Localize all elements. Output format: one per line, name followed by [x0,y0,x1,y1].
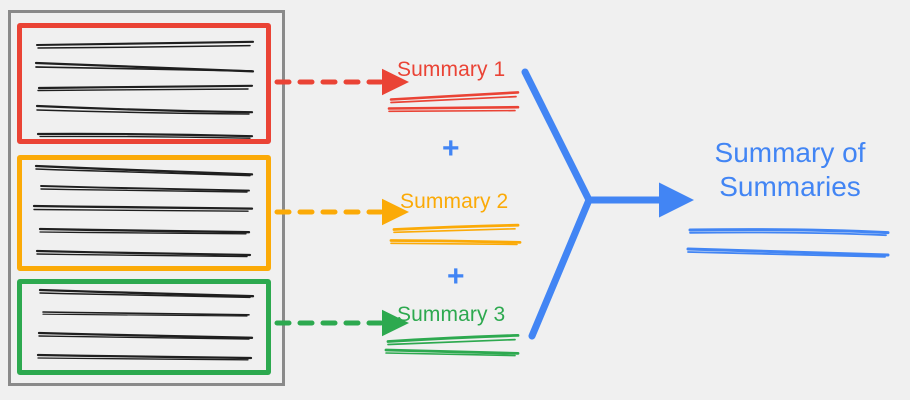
summary-1-text-lines [387,91,520,113]
summary-2-label: Summary 2 [400,190,509,213]
summary-3-label: Summary 3 [397,303,506,326]
summary-1-label: Summary 1 [397,58,506,81]
chunk-red-text-lines [34,40,255,139]
plus-operator-1: + [442,132,460,165]
merge-arrow [521,68,593,340]
chunk-orange-text-lines [32,164,254,258]
plus-operator-2: + [447,260,465,293]
final-summary-label: Summary of Summaries [714,137,866,203]
summary-2-text-lines [389,223,522,246]
chunk-green-text-lines [36,288,255,361]
summary-3-text-lines [384,334,520,357]
final-summary-text-lines [686,228,890,258]
